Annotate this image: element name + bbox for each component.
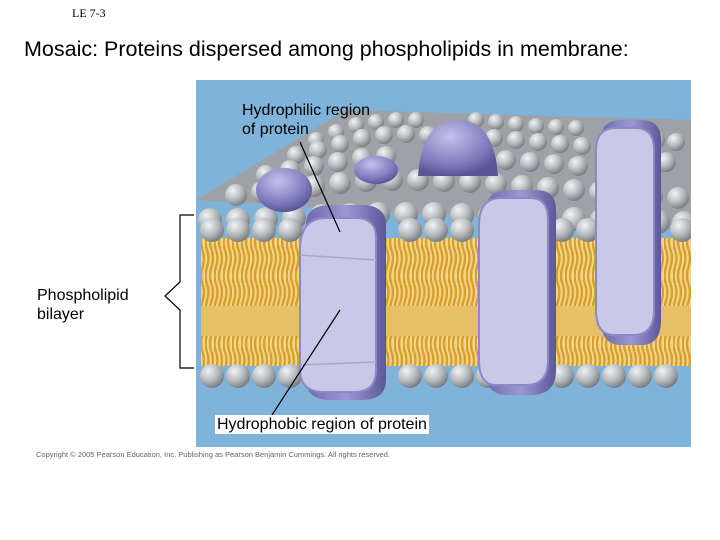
hydrophilic-label-line1: Hydrophilic region (242, 102, 371, 119)
hydrophilic-label-line2: of protein (242, 121, 309, 138)
slide-title: Mosaic: Proteins dispersed among phospho… (24, 37, 629, 61)
membrane-illustration (196, 80, 691, 447)
bilayer-bracket (164, 214, 194, 369)
phospholipid-bilayer-label: Phospholipid bilayer (37, 286, 129, 324)
bilayer-label-line2: bilayer (37, 306, 85, 323)
hydrophobic-region-label: Hydrophobic region of protein (215, 415, 429, 434)
peripheral-proteins (256, 120, 498, 212)
slide-number-label: LE 7-3 (72, 6, 106, 20)
copyright-notice: Copyright © 2005 Pearson Education, Inc.… (36, 450, 391, 459)
hydrophilic-region-label: Hydrophilic region of protein (242, 101, 370, 139)
integral-protein-far-right (595, 120, 661, 345)
integral-protein-center (299, 205, 386, 400)
integral-protein-right (478, 190, 556, 395)
membrane-drawing (196, 110, 691, 400)
bilayer-label-line1: Phospholipid (37, 287, 129, 304)
hydrophilic-leader-line (299, 141, 341, 233)
hydrophobic-leader-line (271, 309, 341, 416)
